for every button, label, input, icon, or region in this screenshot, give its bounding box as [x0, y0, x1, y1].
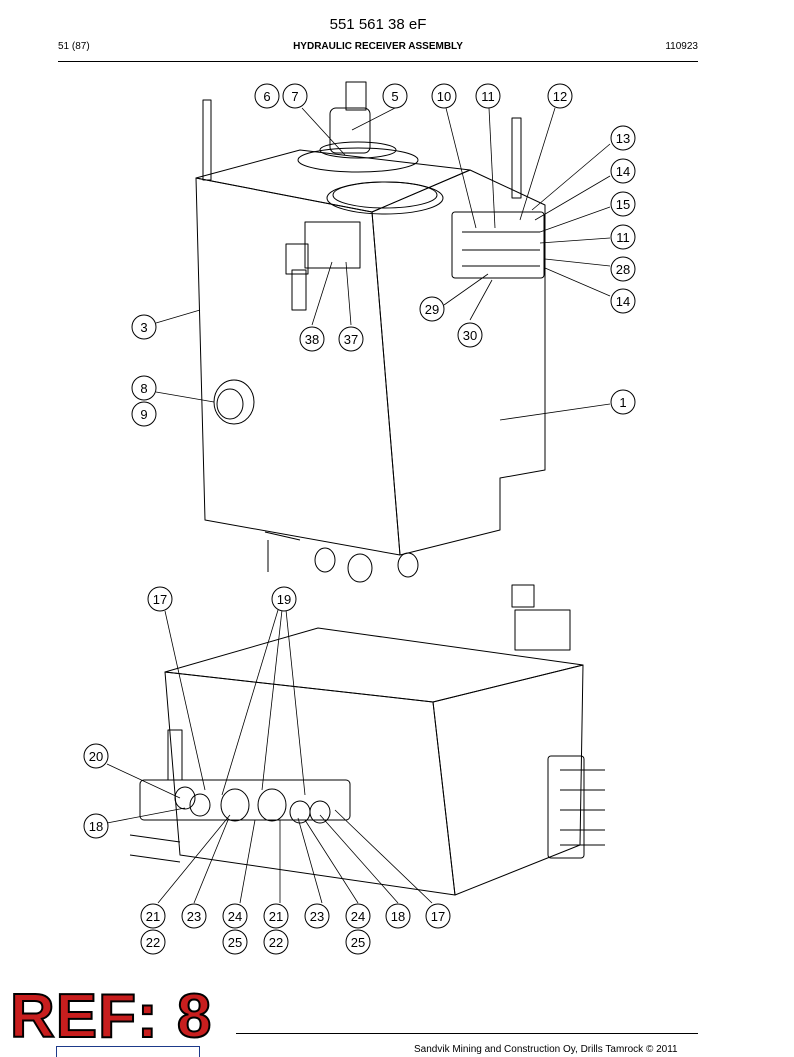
svg-text:30: 30: [463, 328, 477, 343]
svg-text:18: 18: [391, 909, 405, 924]
svg-text:21: 21: [146, 909, 160, 924]
svg-text:10: 10: [437, 89, 451, 104]
callout-20: 20: [83, 743, 109, 769]
svg-text:12: 12: [553, 89, 567, 104]
callout-13: 13: [610, 125, 636, 151]
callout-14: 14: [610, 158, 636, 184]
svg-text:22: 22: [146, 935, 160, 950]
callout-25: 25: [222, 929, 248, 955]
svg-text:14: 14: [616, 294, 630, 309]
callout-8: 8: [131, 375, 157, 401]
svg-text:14: 14: [616, 164, 630, 179]
svg-text:20: 20: [89, 749, 103, 764]
svg-text:1: 1: [619, 395, 626, 410]
callout-24: 24: [222, 903, 248, 929]
callout-9: 9: [131, 401, 157, 427]
callout-25: 25: [345, 929, 371, 955]
leader-lines: [106, 107, 611, 904]
copyright-footer: Sandvik Mining and Construction Oy, Dril…: [414, 1044, 678, 1055]
svg-text:13: 13: [616, 131, 630, 146]
callout-22: 22: [140, 929, 166, 955]
svg-text:22: 22: [269, 935, 283, 950]
callout-22: 22: [263, 929, 289, 955]
svg-text:23: 23: [310, 909, 324, 924]
svg-text:24: 24: [351, 909, 365, 924]
callout-19: 19: [271, 586, 297, 612]
svg-text:37: 37: [344, 332, 358, 347]
svg-text:11: 11: [616, 230, 630, 245]
svg-text:15: 15: [616, 197, 630, 212]
header-rule: [58, 61, 698, 62]
svg-text:8: 8: [140, 381, 147, 396]
svg-text:21: 21: [269, 909, 283, 924]
callout-29: 29: [419, 296, 445, 322]
lower-tank: [129, 584, 605, 896]
svg-text:25: 25: [351, 935, 365, 950]
svg-text:38: 38: [305, 332, 319, 347]
callout-group: 6 7 5 10 11 12 13 14 15 11 28 14 29 30 3…: [83, 83, 636, 955]
svg-text:11: 11: [481, 89, 495, 104]
svg-text:19: 19: [277, 592, 291, 607]
svg-text:6: 6: [263, 89, 270, 104]
svg-text:18: 18: [89, 819, 103, 834]
callout-12: 12: [547, 83, 573, 109]
svg-text:17: 17: [153, 592, 167, 607]
callout-14: 14: [610, 288, 636, 314]
callout-24: 24: [345, 903, 371, 929]
svg-text:17: 17: [431, 909, 445, 924]
callout-3: 3: [131, 314, 157, 340]
page-reference: 51 (87): [58, 41, 90, 52]
callout-17: 17: [147, 586, 173, 612]
svg-text:23: 23: [187, 909, 201, 924]
svg-text:24: 24: [228, 909, 242, 924]
upper-tank: [195, 81, 546, 583]
callout-1: 1: [610, 389, 636, 415]
sandvik-logo: [56, 1046, 200, 1057]
callout-15: 15: [610, 191, 636, 217]
callout-37: 37: [338, 326, 364, 352]
date-code: 110923: [665, 41, 698, 52]
footer-rule: [236, 1033, 698, 1034]
callout-11: 11: [610, 224, 636, 250]
callout-7: 7: [282, 83, 308, 109]
callout-21: 21: [263, 903, 289, 929]
callout-11: 11: [475, 83, 501, 109]
callout-18: 18: [83, 813, 109, 839]
callout-30: 30: [457, 322, 483, 348]
callout-6: 6: [254, 83, 280, 109]
ref-stamp: REF: 8: [9, 982, 213, 1051]
svg-text:9: 9: [140, 407, 147, 422]
svg-text:5: 5: [391, 89, 398, 104]
callout-18: 18: [385, 903, 411, 929]
callout-10: 10: [431, 83, 457, 109]
callout-21: 21: [140, 903, 166, 929]
svg-text:28: 28: [616, 262, 630, 277]
callout-5: 5: [382, 83, 408, 109]
svg-text:29: 29: [425, 302, 439, 317]
document-number: 551 561 38 eF: [329, 16, 427, 33]
callout-17: 17: [425, 903, 451, 929]
callout-38: 38: [299, 326, 325, 352]
page-title: HYDRAULIC RECEIVER ASSEMBLY: [293, 41, 463, 52]
svg-text:25: 25: [228, 935, 242, 950]
svg-text:7: 7: [291, 89, 298, 104]
callout-23: 23: [181, 903, 207, 929]
callout-28: 28: [610, 256, 636, 282]
svg-text:3: 3: [140, 320, 147, 335]
callout-23: 23: [304, 903, 330, 929]
